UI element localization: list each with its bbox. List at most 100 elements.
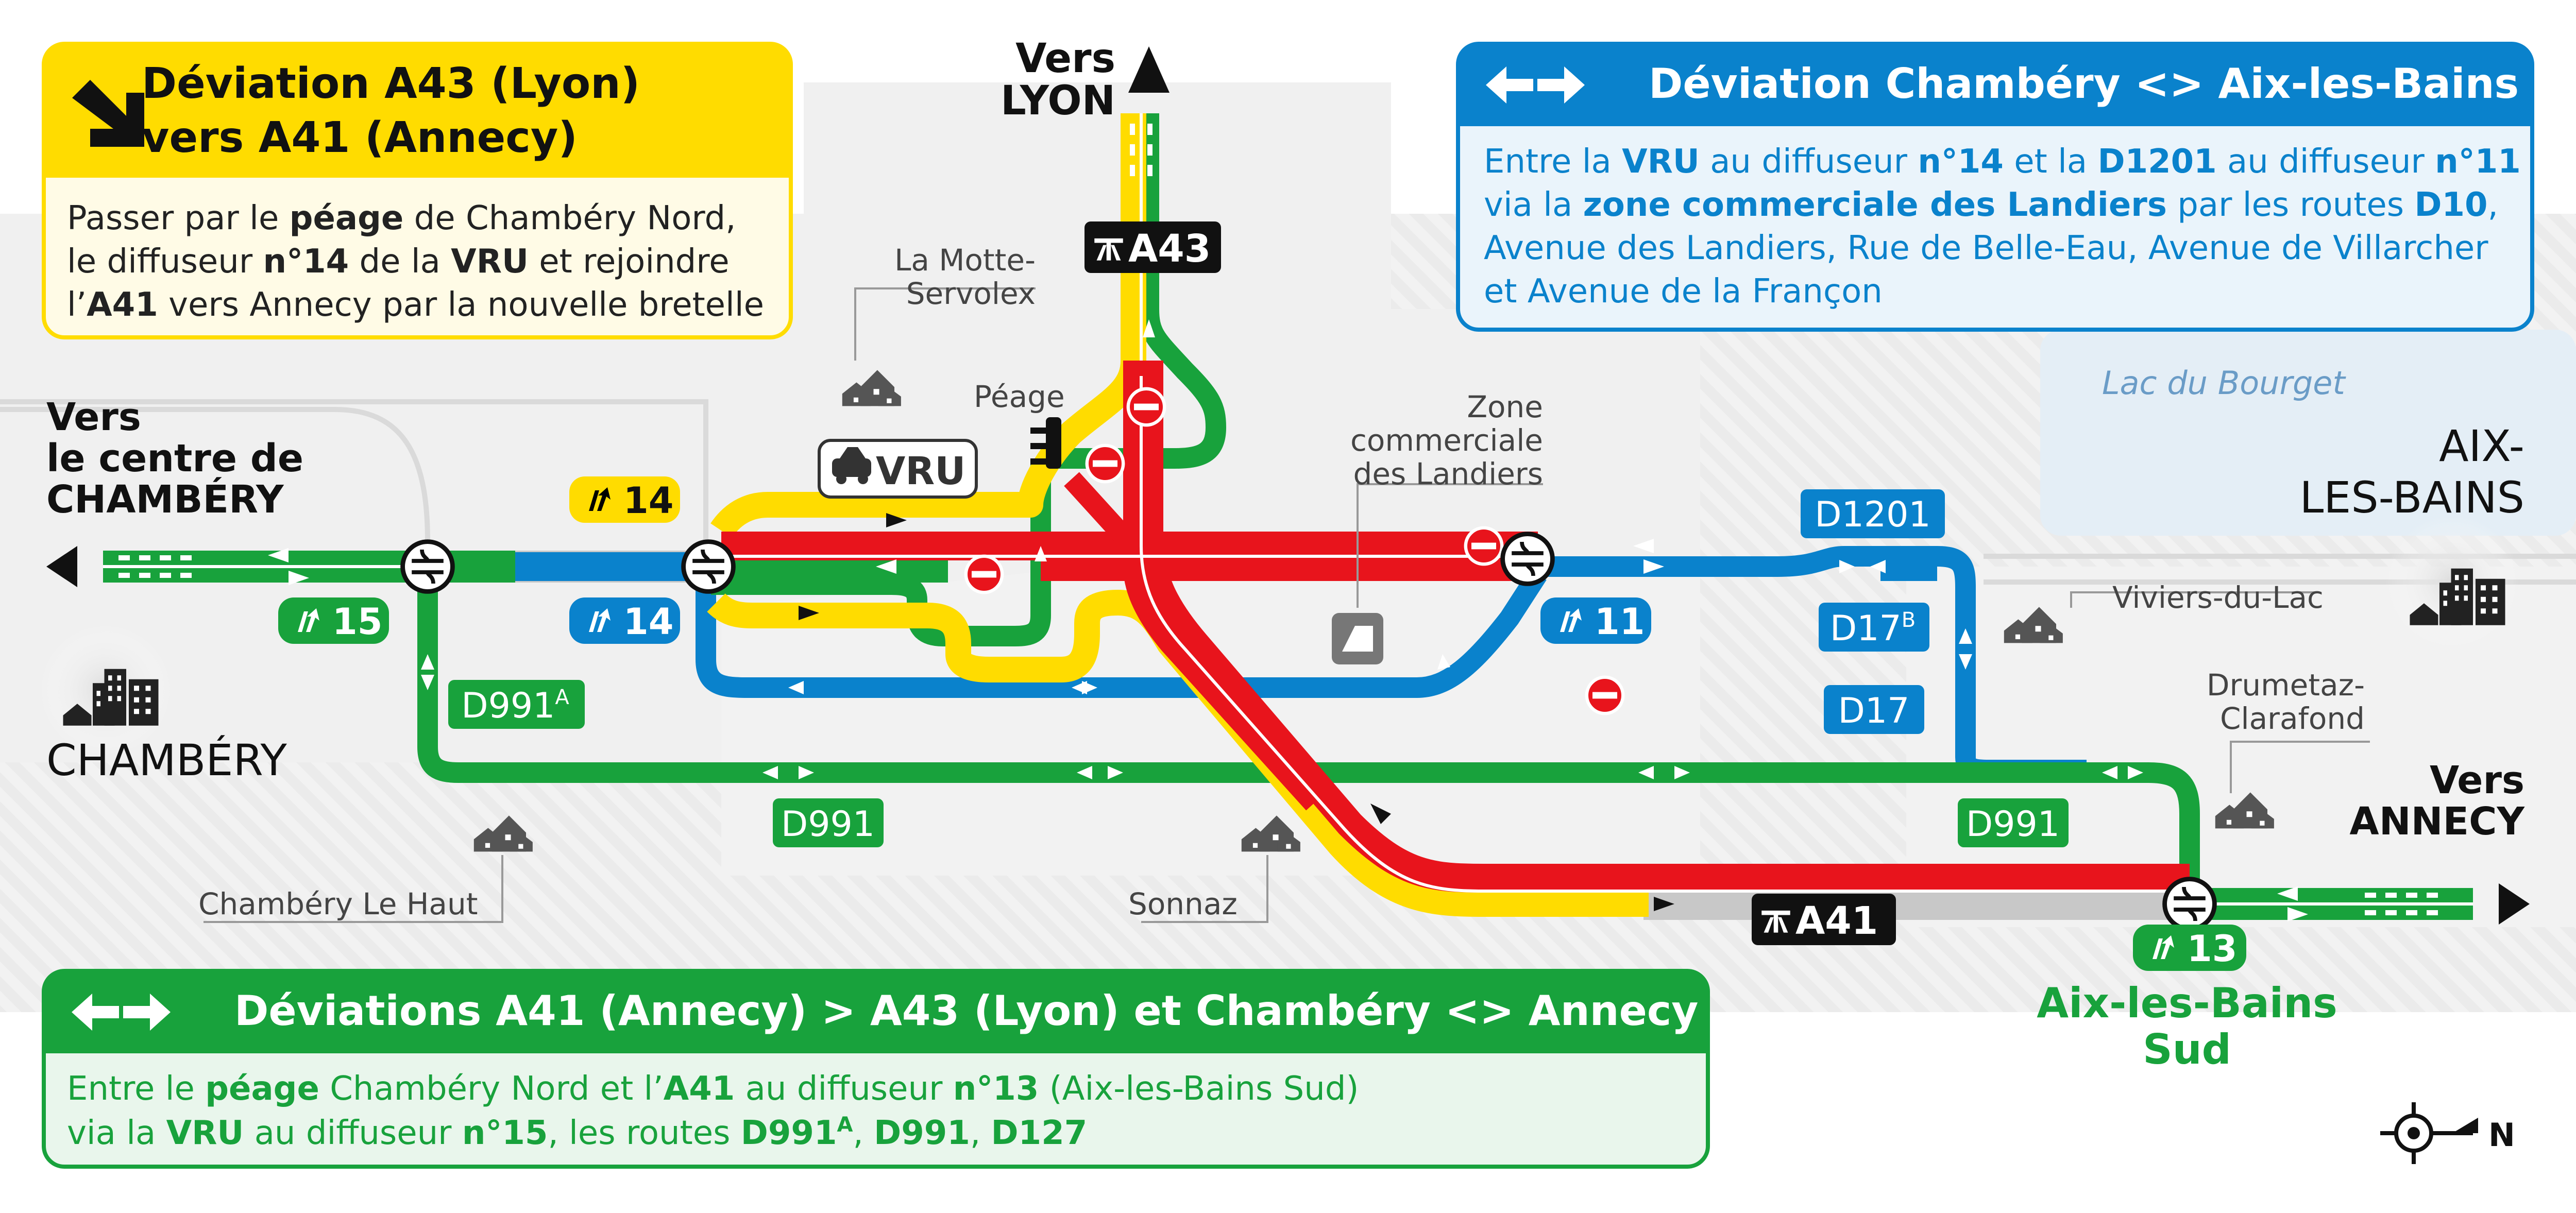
arrow-icon: [1128, 46, 1170, 93]
interchange-icon: [2165, 879, 2215, 929]
green-peage-loop: [711, 458, 1051, 646]
panel-text-run: Passer par le: [67, 199, 290, 237]
d17-label: D17: [1824, 685, 1924, 734]
svg-text:D1201: D1201: [1815, 494, 1930, 535]
green-a43-north: [1041, 113, 1226, 469]
interchange-icon: [1503, 534, 1553, 584]
panel-text-run: au diffuseur: [2217, 143, 2435, 181]
svg-text:14: 14: [623, 601, 673, 643]
yellow-loop: [707, 590, 1649, 917]
panel-text-run: ,: [970, 1114, 991, 1152]
panel-text-run: n°14: [1918, 143, 2004, 181]
d991a-label: D991A: [448, 680, 585, 729]
panel-text-run: vers Annecy par la nouvelle bretelle: [158, 286, 764, 324]
panel-text-run: D10: [2414, 186, 2487, 224]
lane-dashes: [118, 124, 2438, 915]
a43-shield: A43: [1084, 221, 1221, 273]
panel-text-run: D127: [991, 1114, 1088, 1152]
d17b-label: D17B: [1819, 603, 1929, 652]
panel-text-run: de Chambéry Nord,: [403, 199, 736, 237]
panel-text-run: D1201: [2097, 143, 2216, 181]
a41-label: A41: [1795, 899, 1878, 943]
panel-text-run: zone commerciale des Landiers: [1583, 186, 2167, 224]
viviers-label: Viviers-du-Lac: [2112, 580, 2324, 615]
panel-text-run: de la: [349, 243, 451, 281]
svg-text:D991: D991: [781, 804, 875, 845]
drumetaz-label: Drumetaz-Clarafond: [2207, 668, 2365, 736]
green-panel-body: Entre le péage Chambéry Nord et l’A41 au…: [67, 1070, 1359, 1152]
a41-shield: A41: [1752, 894, 1896, 945]
sonnaz-label: Sonnaz: [1128, 886, 1238, 921]
d991-label-left: D991: [773, 798, 884, 847]
panel-text-run: le diffuseur: [67, 243, 263, 281]
panel-blue: Déviation Chambéry <> Aix-les-Bains Entr…: [1456, 42, 2534, 332]
blue-panel-body: Entre la VRU au diffuseur n°14 et la D12…: [1484, 143, 2521, 311]
d1201-label: D1201: [1801, 489, 1945, 538]
svg-text:D991: D991: [1966, 804, 2060, 845]
panel-text-run: et la: [2004, 143, 2098, 181]
panel-text-run: A: [837, 1113, 853, 1137]
panel-text-run: n°15: [462, 1114, 548, 1152]
panel-text-run: VRU: [1622, 143, 1700, 181]
panel-text-run: (Aix-les-Bains Sud): [1039, 1070, 1359, 1108]
peage-label: Péage: [974, 379, 1065, 414]
panel-text-run: D991: [741, 1114, 837, 1152]
vru-label: VRU: [876, 449, 965, 493]
panel-text-run: par les routes: [2167, 186, 2414, 224]
north-arrow-icon: N: [2380, 1102, 2515, 1164]
svg-text:D17: D17: [1838, 691, 1910, 731]
panel-text-run: au diffuseur: [735, 1070, 953, 1108]
panel-text-run: VRU: [451, 243, 529, 281]
panel-text-run: via la: [67, 1114, 166, 1152]
yellow-panel-title: Déviation A43 (Lyon)vers A41 (Annecy): [142, 59, 640, 162]
interchange-icon: [403, 542, 453, 592]
panel-text-run: et rejoindre: [529, 243, 730, 281]
exit-badges: 14 14 15 11 13: [278, 476, 2246, 971]
panel-text-run: n°13: [953, 1070, 1039, 1108]
a43-label: A43: [1128, 227, 1211, 271]
panel-text-run: A41: [87, 286, 158, 324]
panel-text-run: et Avenue de la Françon: [1484, 272, 1883, 311]
exit-14-blue: 14: [569, 597, 680, 644]
d991-label-right: D991: [1958, 798, 2069, 847]
no-entry-icon: [966, 556, 1002, 592]
leader-lines: [204, 287, 2370, 923]
exit-15: 15: [278, 597, 389, 644]
panel-text-run: via la: [1484, 186, 1583, 224]
blue-loop: [696, 567, 1547, 698]
exit-11: 11: [1540, 597, 1651, 644]
svg-text:11: 11: [1595, 601, 1645, 643]
panel-text-run: Entre le: [67, 1070, 205, 1108]
motte-servolex-label: La Motte-Servolex: [894, 243, 1036, 311]
panel-text-run: , les routes: [548, 1114, 740, 1152]
svg-text:15: 15: [332, 601, 382, 643]
town-markers: [39, 370, 2519, 852]
panel-text-run: VRU: [166, 1114, 244, 1152]
panel-text-run: n°11: [2435, 143, 2521, 181]
panel-text-run: n°14: [263, 243, 349, 281]
shopping-icon: [1332, 613, 1383, 664]
blue-panel-title: Déviation Chambéry <> Aix-les-Bains: [1649, 60, 2519, 108]
panel-text-run: péage: [290, 199, 404, 237]
green-d991: [417, 567, 2200, 904]
chambery-city-label: CHAMBÉRY: [46, 735, 287, 785]
no-entry-icon: [1128, 389, 1164, 425]
road-labels: A43 A41 VRU D1201 D17B D17: [448, 221, 2069, 945]
toll-gate-icon: [1030, 417, 1061, 469]
svg-text:13: 13: [2187, 928, 2237, 970]
no-entry-icon: [1587, 677, 1623, 713]
panel-text-run: ,: [853, 1114, 874, 1152]
north-label: N: [2488, 1116, 2515, 1154]
panel-text-run: A41: [664, 1070, 735, 1108]
car-icon: [832, 447, 871, 484]
interchange-icon: [684, 542, 734, 592]
panel-text-run: péage: [205, 1070, 319, 1108]
arrow-down-right-icon: [72, 80, 144, 147]
chambery-le-haut-label: Chambéry Le Haut: [198, 886, 478, 921]
